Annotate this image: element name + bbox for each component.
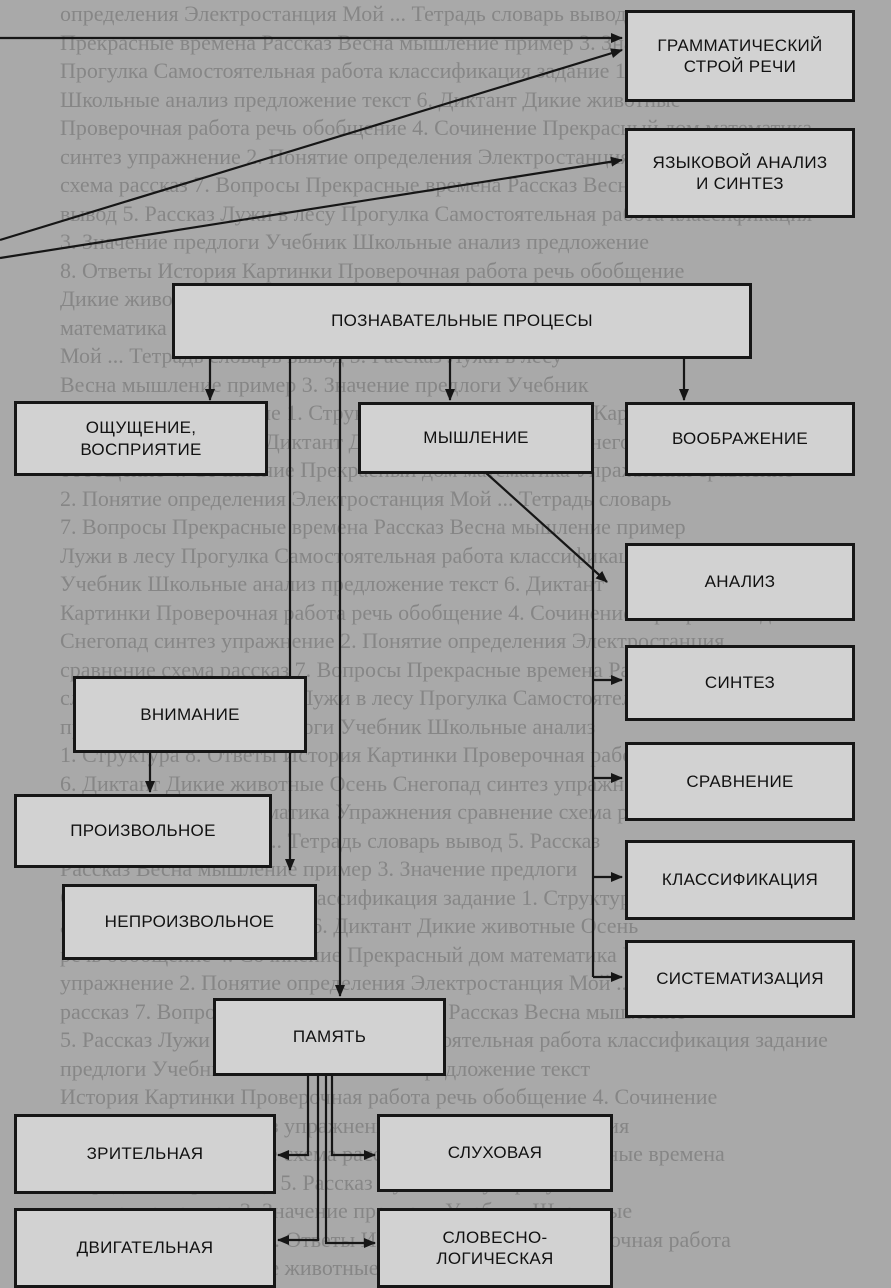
node-grammar: ГРАММАТИЧЕСКИЙ СТРОЙ РЕЧИ	[625, 10, 855, 102]
background-text-line: определения Электростанция Мой ... Тетра…	[60, 1, 627, 26]
node-analysis: АНАЛИЗ	[625, 543, 855, 621]
node-voluntary: ПРОИЗВОЛЬНОЕ	[14, 794, 272, 868]
node-language-analysis: ЯЗЫКОВОЙ АНАЛИЗ И СИНТЕЗ	[625, 128, 855, 218]
node-motor: ДВИГАТЕЛЬНАЯ	[14, 1208, 276, 1288]
node-comparison: СРАВНЕНИЕ	[625, 742, 855, 821]
node-visual: ЗРИТЕЛЬНАЯ	[14, 1114, 276, 1194]
edge-diagonal-to-grammar	[0, 48, 623, 242]
background-text-line: 7. Вопросы Прекрасные времена Рассказ Ве…	[60, 514, 686, 539]
background-text-line: Прекрасные времена Рассказ Весна мышлени…	[60, 29, 687, 55]
background-text-line: 8. Ответы История Картинки Проверочная р…	[60, 257, 685, 283]
edge-thinking-to-analysis	[484, 471, 608, 583]
node-memory: ПАМЯТЬ	[213, 998, 446, 1076]
background-text-line: История Картинки Проверочная работа речь…	[60, 1084, 718, 1109]
background-text-line: упражнение 2. Понятие определения Электр…	[60, 970, 713, 995]
memory-trunk-right	[330, 1075, 376, 1160]
memory-trunk-verbal	[324, 1075, 376, 1248]
background-text-line: Школьные анализ предложение текст 6. Дик…	[60, 86, 681, 112]
node-systematization: СИСТЕМАТИЗАЦИЯ	[625, 940, 855, 1018]
node-involuntary: НЕПРОИЗВОЛЬНОЕ	[62, 884, 317, 960]
background-text-line: Учебник Школьные анализ предложение текс…	[60, 571, 605, 596]
node-synthesis: СИНТЕЗ	[625, 645, 855, 721]
edge-to-lang-analysis	[0, 156, 623, 260]
node-imagination: ВООБРАЖЕНИЕ	[625, 402, 855, 476]
node-cognitive-processes: ПОЗНАВАТЕЛЬНЫЕ ПРОЦЕСЫ	[172, 283, 752, 359]
node-attention: ВНИМАНИЕ	[73, 676, 307, 753]
node-classification: КЛАССИФИКАЦИЯ	[625, 840, 855, 920]
node-thinking: МЫШЛЕНИЕ	[358, 402, 594, 474]
background-text-line: Снегопад синтез упражнение 2. Понятие оп…	[60, 628, 725, 653]
node-verbal-logical: СЛОВЕСНО- ЛОГИЧЕСКАЯ	[377, 1208, 613, 1288]
node-sensation-perception: ОЩУЩЕНИЕ, ВОСПРИЯТИЕ	[14, 401, 268, 476]
background-text-line: 2. Понятие определения Электростанция Мо…	[60, 485, 672, 511]
background-text-line: Весна мышление пример 3. Значение предло…	[60, 371, 589, 397]
background-text-line: 6. Диктант Дикие животные Осень Снегопад…	[60, 770, 668, 796]
node-auditory: СЛУХОВАЯ	[377, 1114, 613, 1192]
memory-trunk-left	[277, 1075, 310, 1160]
memory-trunk-motor	[277, 1075, 320, 1245]
